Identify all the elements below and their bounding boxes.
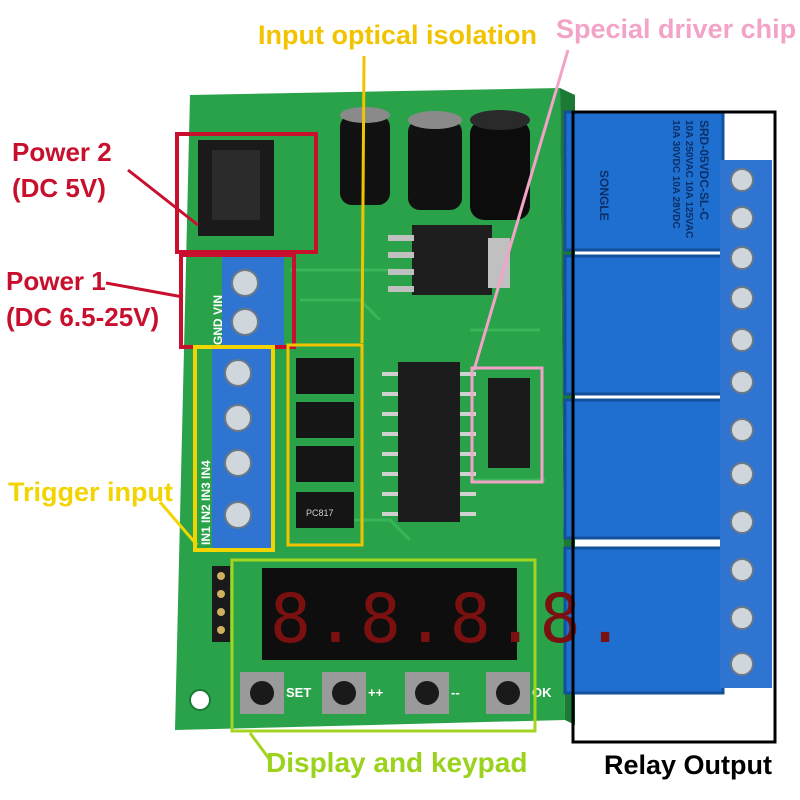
relay-rating-1: 10A 250VAC 10A 125VAC: [683, 120, 694, 238]
power2-leader: [127, 168, 199, 227]
optical-leader: [360, 55, 366, 344]
power1-label: Power 1 (DC 6.5-25V): [6, 263, 159, 335]
button-label-minus: --: [451, 685, 460, 700]
voltage-regulator: [412, 225, 492, 295]
relay-rating-2: 10A 30VDC 10A 28VDC: [670, 120, 681, 229]
power2-box: [175, 132, 318, 254]
driver-leader: [472, 49, 570, 371]
button-label-set: SET: [286, 685, 311, 700]
relays: [563, 110, 725, 695]
silk-inputs: IN1 IN2 IN3 IN4: [199, 460, 213, 545]
power2-label-line2: (DC 5V): [12, 173, 106, 203]
capacitors: [340, 107, 530, 220]
mounting-hole: [189, 689, 211, 711]
button-label-plus: ++: [368, 685, 384, 700]
power1-label-line2: (DC 6.5-25V): [6, 302, 160, 332]
optocouplers: [296, 358, 354, 528]
power2-label: Power 2 (DC 5V): [12, 134, 112, 206]
trigger-leader: [158, 501, 199, 546]
display-leader: [248, 732, 272, 761]
optical-box: [286, 343, 364, 547]
header-pins: [212, 566, 230, 642]
seven-segment-display: [262, 568, 517, 660]
driver-box: [470, 366, 544, 484]
button-label-ok: OK: [532, 685, 552, 700]
mcu-chip: [398, 362, 460, 522]
optical-label: Input optical isolation: [258, 20, 537, 50]
trigger-label: Trigger input: [8, 477, 173, 507]
display-box: [230, 558, 537, 733]
trigger-box: [193, 345, 275, 552]
relay-box: [571, 110, 777, 744]
power1-leader: [105, 281, 184, 299]
keypad-buttons: [240, 672, 530, 714]
mcu-pins: [382, 372, 476, 516]
relay-brand: SONGLE: [597, 170, 611, 221]
relay-label: Relay Output: [604, 750, 773, 780]
driver-chip: [488, 378, 530, 468]
relay-model: SRD-05VDC-SL-C: [697, 120, 711, 220]
power1-label-line1: Power 1: [6, 266, 106, 296]
display-digits: 8.8.8.8.: [270, 580, 630, 659]
power-terminal-block: [222, 255, 284, 347]
driver-label: Special driver chip: [556, 14, 797, 44]
power2-label-line1: Power 2: [12, 137, 112, 167]
trigger-terminal-block: [212, 348, 274, 548]
display-label: Display and keypad: [266, 747, 528, 778]
relay-output-terminals: [720, 160, 772, 688]
silk-power: GND VIN: [211, 295, 225, 345]
optocoupler-marking: PC817: [306, 508, 334, 518]
